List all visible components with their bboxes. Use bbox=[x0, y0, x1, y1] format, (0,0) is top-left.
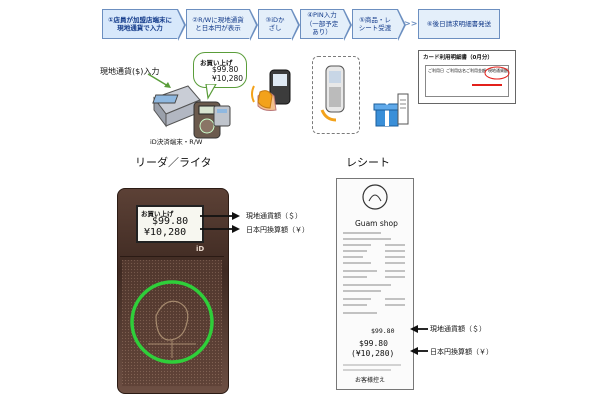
reader-screen-title: お買い上げ bbox=[141, 210, 174, 218]
receipt-label-jpy: 日本円換算額（￥） bbox=[430, 348, 493, 356]
receipt-body-lines bbox=[343, 232, 405, 314]
flow-step-2-label: ②R/Wに現地通貨と日本円が表示 bbox=[192, 15, 244, 33]
statement-col-amount: ご利用金額 bbox=[466, 68, 486, 73]
input-arrow bbox=[147, 73, 171, 88]
pin-phone-icon bbox=[320, 65, 345, 122]
statement-highlight-circle bbox=[484, 66, 510, 80]
statement-document: カード利用明細書（0月分） ご利用日 ご利用店名 ご利用金額 現地通貨額 bbox=[418, 50, 516, 104]
reader-label-local: 現地通貨額（＄） bbox=[246, 212, 302, 220]
flow-step-1-label: ①店員が加盟店端末に現地通貨で入力 bbox=[107, 15, 172, 33]
reader-title: リーダ／ライタ bbox=[135, 156, 212, 169]
statement-col-store: ご利用店名 bbox=[446, 68, 466, 73]
small-receipt-icon bbox=[397, 93, 409, 125]
input-label: 現地通貨($)入力 bbox=[100, 67, 160, 76]
pin-pad-icon bbox=[213, 105, 231, 127]
statement-table: ご利用日 ご利用店名 ご利用金額 現地通貨額 bbox=[425, 65, 510, 97]
receipt-label-local: 現地通貨額（＄） bbox=[430, 325, 486, 333]
callout-usd: $99.80 bbox=[212, 65, 239, 74]
pin-entry-panel bbox=[312, 56, 360, 134]
flow-step-4-label: ④PIN入力（一部予定あり） bbox=[305, 11, 339, 37]
orange-hand-icon bbox=[257, 90, 273, 109]
gift-box-icon bbox=[373, 98, 401, 127]
amount-callout: お買い上げ $99.80 ¥10,280 bbox=[193, 52, 247, 88]
flow-step-6: ⑥後日請求明細書発送 bbox=[418, 9, 500, 39]
callout-jpy: ¥10,280 bbox=[212, 74, 244, 83]
reader-antenna-area bbox=[122, 260, 222, 386]
receipt-usd-small: $99.80 bbox=[371, 327, 395, 335]
reader-screen: お買い上げ $99.80 ¥10,280 bbox=[136, 205, 204, 243]
receipt-title: レシート bbox=[346, 156, 390, 169]
flow-separator: >> bbox=[404, 19, 418, 28]
merchant-terminal-icon bbox=[152, 85, 201, 128]
receipt-jpy: (¥10,280) bbox=[351, 349, 395, 358]
reader-usd: $99.80 bbox=[152, 216, 189, 227]
receipt-usd: $99.80 bbox=[359, 339, 388, 348]
receipt-paper: Guam shop $99.80 $99.80 (¥10,280) お客様控え bbox=[336, 178, 414, 390]
receipt-footer-lines bbox=[343, 364, 401, 371]
flow-strip: ①店員が加盟店端末に現地通貨で入力 ②R/Wに現地通貨と日本円が表示 ③iDかざ… bbox=[100, 3, 502, 45]
callout-title: お買い上げ bbox=[200, 59, 233, 67]
receipt-logo-icon bbox=[362, 184, 388, 210]
statement-col-date: ご利用日 bbox=[428, 68, 444, 73]
statement-col-local: 現地通貨額 bbox=[488, 68, 508, 73]
flow-step-3: ③iDかざし bbox=[258, 9, 300, 41]
reader-brand-logo: iD bbox=[196, 245, 205, 253]
receipt-footer: お客様控え bbox=[355, 377, 386, 384]
callout-tail bbox=[205, 84, 217, 100]
terminal-label: iD決済端末・R/W bbox=[150, 138, 203, 146]
statement-title: カード利用明細書（0月分） bbox=[423, 55, 493, 61]
reader-label-jpy: 日本円換算額（￥） bbox=[246, 226, 309, 234]
receipt-shop: Guam shop bbox=[355, 219, 398, 228]
flow-step-5: ⑤商品・レシート受渡 bbox=[352, 9, 406, 41]
flow-step-6-label: ⑥後日請求明細書発送 bbox=[426, 19, 492, 28]
statement-red-line bbox=[472, 84, 502, 86]
flow-step-4: ④PIN入力（一部予定あり） bbox=[300, 9, 352, 41]
reader-divider bbox=[120, 256, 224, 257]
flow-step-1: ①店員が加盟店端末に現地通貨で入力 bbox=[102, 9, 186, 41]
flow-step-5-label: ⑤商品・レシート受渡 bbox=[358, 15, 392, 33]
flow-step-2: ②R/Wに現地通貨と日本円が表示 bbox=[186, 9, 258, 41]
reader-arrows bbox=[200, 212, 240, 233]
reader-jpy: ¥10,280 bbox=[144, 227, 187, 238]
flow-step-3-label: ③iDかざし bbox=[265, 15, 285, 33]
receipt-arrows bbox=[410, 325, 428, 355]
